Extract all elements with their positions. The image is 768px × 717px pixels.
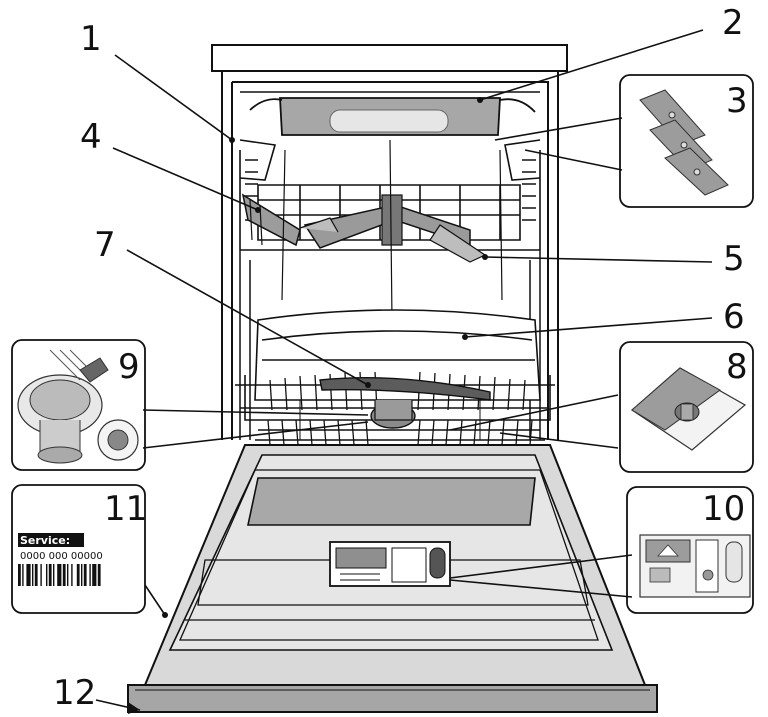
inset-panel-10 [626, 486, 754, 614]
barcode-bar [62, 564, 66, 586]
leader-10-b [449, 579, 633, 598]
leader-9-a [142, 409, 369, 416]
callout-3: 3 [726, 81, 748, 121]
inset-panel-9 [11, 339, 146, 471]
barcode-bar [89, 564, 91, 586]
service-label: Service: [20, 534, 70, 547]
barcode-bar [97, 564, 101, 586]
callout-4: 4 [80, 117, 102, 157]
detergent-dispenser [329, 541, 451, 587]
barcode-bar [83, 564, 87, 586]
leader-dots [128, 97, 488, 714]
leader-3-a [494, 117, 623, 141]
barcode-bar [26, 564, 31, 586]
barcode-bar [18, 564, 21, 586]
callout-2: 2 [722, 3, 744, 43]
leader-9-b [142, 421, 369, 449]
inset-panel-11: Service: 0000 000 00000 [11, 484, 146, 614]
leader-2 [479, 29, 704, 101]
callout-9: 9 [118, 347, 140, 387]
lower-spray-arm [319, 377, 491, 429]
barcode-bar [48, 564, 52, 586]
leader-3-b [524, 149, 623, 171]
barcode-bar [92, 564, 97, 586]
callout-11: 11 [104, 489, 147, 529]
leader-11 [144, 584, 166, 616]
callout-6: 6 [723, 297, 745, 337]
cup-rack-left [241, 193, 301, 247]
leader-1 [114, 54, 233, 141]
barcode-bar [76, 564, 80, 586]
leader-4 [112, 147, 259, 211]
barcode-bar [40, 564, 42, 586]
inset-panel-3 [619, 74, 754, 208]
door-bottom-panel [127, 684, 658, 713]
leader-6 [464, 317, 713, 338]
leader-8-b [499, 432, 619, 449]
barcode-bar [32, 564, 34, 586]
service-code: 0000 000 00000 [20, 551, 103, 562]
callout-1: 1 [80, 19, 102, 59]
callout-numbers: 1 2 3 4 5 6 7 8 9 10 11 12 [53, 3, 748, 713]
leader-8-a [449, 394, 619, 431]
barcode-bar [81, 564, 83, 586]
barcode-bar [22, 564, 24, 586]
lower-basket-tines [267, 371, 533, 446]
callout-10: 10 [702, 489, 745, 529]
barcode-bar [46, 564, 48, 586]
barcode [18, 564, 101, 586]
leader-lines [112, 29, 713, 616]
leader-7 [126, 249, 369, 386]
barcode-bar [67, 564, 69, 586]
callout-8: 8 [726, 347, 748, 387]
barcode-bar [34, 564, 38, 586]
barcode-bar [53, 564, 55, 586]
barcode-bar [57, 564, 62, 586]
inset-panel-8 [619, 341, 754, 473]
leader-5 [484, 256, 713, 263]
callout-12: 12 [53, 673, 96, 713]
callout-5: 5 [723, 239, 745, 279]
leader-12 [95, 699, 141, 711]
leader-10-a [449, 554, 633, 579]
cutlery-insert-illustration [639, 89, 729, 196]
callout-7: 7 [94, 225, 116, 265]
barcode-bar [71, 564, 73, 586]
upper-spray-arm [249, 97, 536, 136]
middle-spray-arm [299, 194, 487, 263]
tub-bottom [255, 429, 545, 441]
